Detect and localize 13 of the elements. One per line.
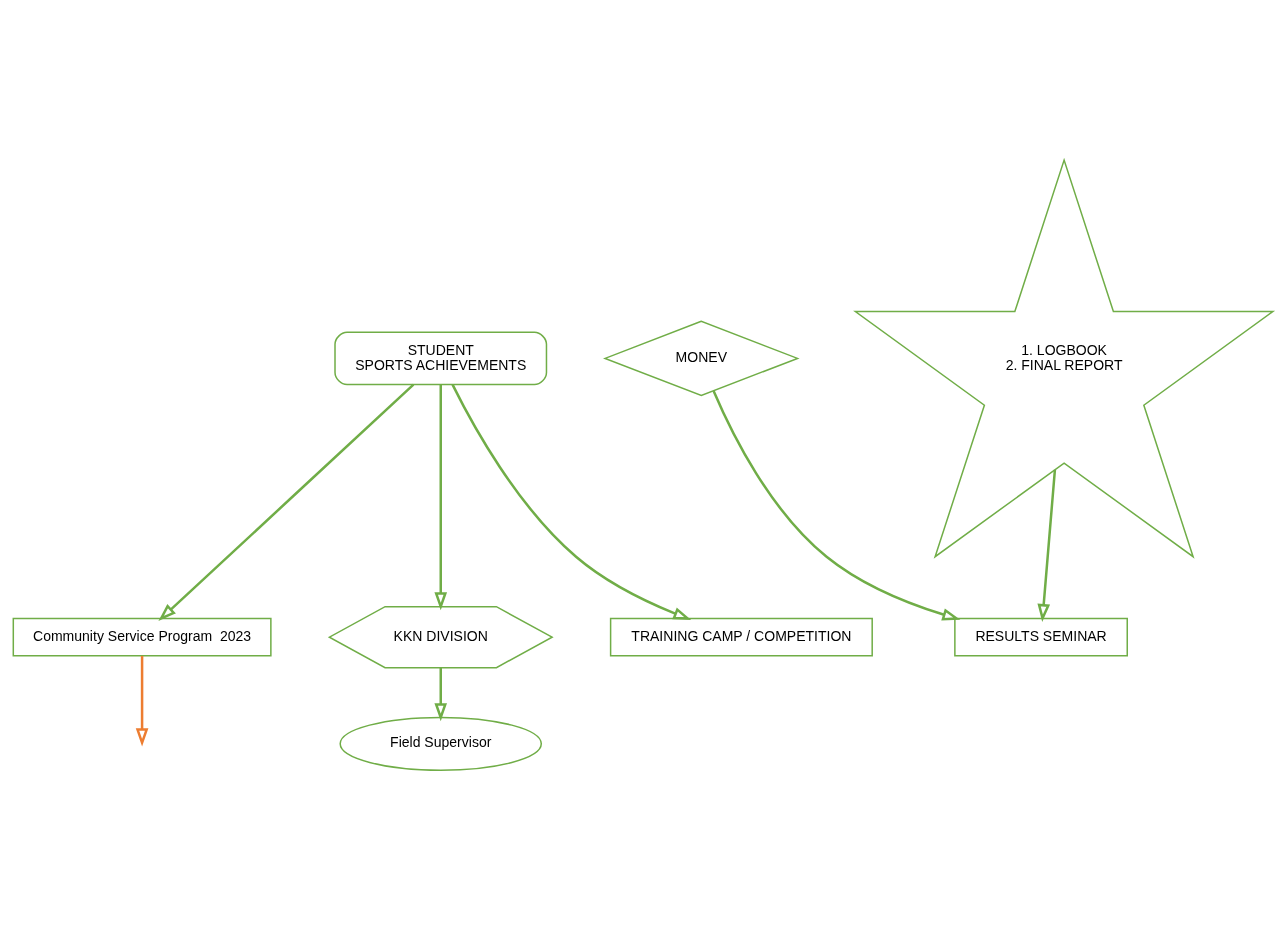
arrow xyxy=(433,384,447,611)
node-diamond: MONEV xyxy=(602,320,800,397)
arrow xyxy=(433,667,447,722)
node-box: RESULTS SEMINAR xyxy=(953,617,1128,657)
arrow xyxy=(135,655,148,747)
node-ellipse: Field Supervisor xyxy=(338,716,542,771)
node-box: TRAINING CAMP / COMPETITION xyxy=(609,617,873,657)
arrow xyxy=(1036,469,1056,623)
arrow xyxy=(157,383,414,622)
arrow xyxy=(450,384,691,620)
arrow xyxy=(711,390,960,621)
node-box: STUDENT SPORTS ACHIEVEMENTS xyxy=(333,331,547,386)
node-box: Community Service Program 2023 xyxy=(12,617,272,657)
